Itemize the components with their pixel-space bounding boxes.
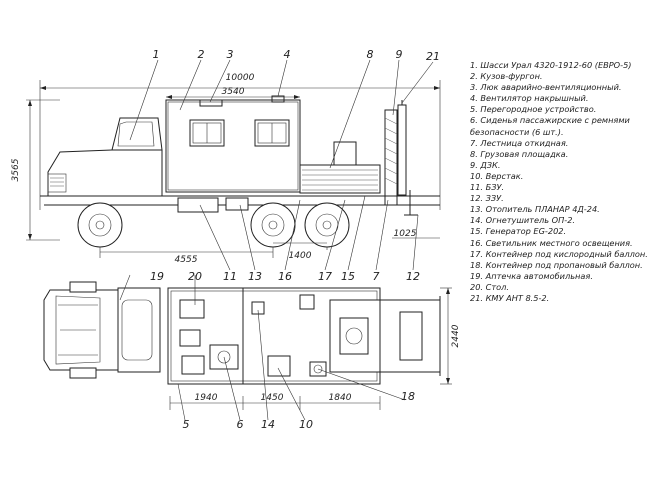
legend-item: 4. Вентилятор накрышный. — [470, 93, 589, 104]
legend-item: 7. Лестница откидная. — [470, 137, 569, 148]
legend-item: 5. Перегородное устройство. — [470, 104, 597, 115]
callout-mid-11: 11 — [223, 270, 237, 283]
legend-item: 13. Отопитель ПЛАНАР 4Д-24. — [470, 204, 600, 215]
legend-item: 3. Люк аварийно-вентиляционный. — [470, 82, 622, 93]
callout-mid-17: 17 — [318, 270, 332, 283]
legend-item: 20. Стол. — [470, 281, 509, 292]
callout-plan-19: 19 — [150, 270, 164, 283]
dim-axle-spacing: 1400 — [289, 251, 312, 261]
callout-bot-10: 10 — [299, 418, 313, 431]
legend-item: 11. БЗУ. — [470, 182, 505, 193]
legend-item: 17. Контейнер под кислородный баллон. — [470, 248, 648, 259]
callout-bot-18: 18 — [401, 390, 415, 403]
legend-item: 19. Аптечка автомобильная. — [470, 270, 593, 281]
callout-bot-5: 5 — [183, 418, 190, 431]
dim-plan-3: 1840 — [329, 393, 352, 403]
legend-item: безопасности (6 шт.). — [470, 126, 564, 137]
legend-item: 12. ЗЗУ. — [470, 193, 504, 204]
legend-item: 14. Огнетушитель ОП-2. — [470, 215, 576, 226]
callout-top-9: 9 — [396, 48, 403, 61]
legend-list: 1. Шасси Урал 4320-1912-60 (ЕВРО-5) 2. К… — [470, 60, 648, 304]
legend-item: 18. Контейнер под пропановый баллон. — [470, 259, 643, 270]
callout-bot-14: 14 — [261, 418, 275, 431]
callout-top-4: 4 — [284, 48, 291, 61]
dim-plan-1: 1940 — [195, 393, 218, 403]
callout-mid-15: 15 — [341, 270, 355, 283]
dim-plan-2: 1450 — [261, 393, 284, 403]
callout-top-1: 1 — [153, 48, 160, 61]
legend-item: 21. КМУ АНТ 8.5-2. — [470, 292, 550, 303]
callout-mid-16: 16 — [278, 270, 292, 283]
dim-height: 3565 — [11, 158, 21, 181]
legend-item: 2. Кузов-фургон. — [470, 71, 543, 82]
callout-top-3: 3 — [227, 48, 234, 61]
dim-rear-overhang: 1025 — [394, 229, 417, 239]
front-wheel — [77, 202, 123, 248]
callout-mid-13: 13 — [248, 270, 262, 283]
dim-overall-length: 10000 — [226, 73, 255, 83]
callout-mid-7: 7 — [373, 270, 380, 283]
legend-item: 16. Светильник местного освещения. — [470, 237, 633, 248]
callout-bot-6: 6 — [237, 418, 244, 431]
legend-item: 1. Шасси Урал 4320-1912-60 (ЕВРО-5) — [470, 60, 632, 70]
legend-item: 6. Сиденья пассажирские с ремнями — [470, 115, 630, 126]
callout-top-2: 2 — [198, 48, 205, 61]
legend-item: 9. ДЗК. — [470, 159, 501, 170]
legend-item: 8. Грузовая площадка. — [470, 148, 569, 159]
dim-wheelbase: 4555 — [175, 255, 198, 265]
callout-mid-12: 12 — [406, 270, 420, 283]
callout-top-8: 8 — [367, 48, 374, 61]
callout-plan-20: 20 — [188, 270, 202, 283]
callout-top-21: 21 — [426, 50, 440, 63]
legend-item: 10. Верстак. — [470, 170, 524, 181]
side-view — [26, 59, 441, 271]
rear-wheel-1 — [250, 202, 296, 248]
plan-view — [43, 274, 452, 421]
dim-body-length: 3540 — [222, 87, 245, 97]
dim-width: 2440 — [451, 324, 461, 347]
legend-item: 15. Генератор EG-202. — [470, 226, 567, 237]
